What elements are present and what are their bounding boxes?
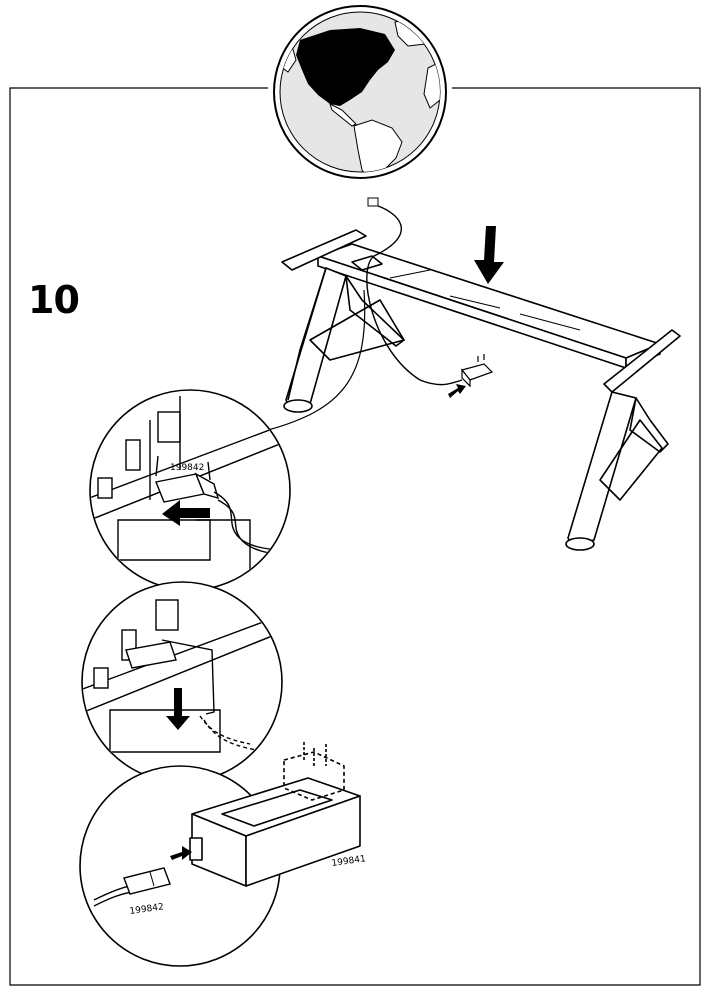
desk-frame — [281, 229, 681, 551]
arrow-down-icon — [474, 226, 504, 284]
zoom-connector — [267, 289, 366, 431]
arrow-left-icon — [162, 500, 210, 526]
detail-circle-1: 199842 — [89, 389, 291, 591]
power-cable — [366, 203, 463, 386]
page-border — [9, 87, 701, 986]
arrow-down-small-icon — [166, 688, 190, 730]
power-adapter — [189, 742, 361, 887]
connector-label-bottom: 199842 — [129, 902, 164, 917]
arrow-right-icon — [448, 384, 466, 398]
connector-label-top: 199842 — [170, 463, 204, 473]
detail-circle-2 — [81, 581, 283, 783]
globe-north-america-icon — [273, 5, 447, 179]
step-number-text: 10 — [28, 278, 80, 322]
adapter-label: 199841 — [331, 854, 366, 869]
arrow-plug-icon — [170, 846, 192, 860]
small-adapter — [460, 354, 494, 388]
